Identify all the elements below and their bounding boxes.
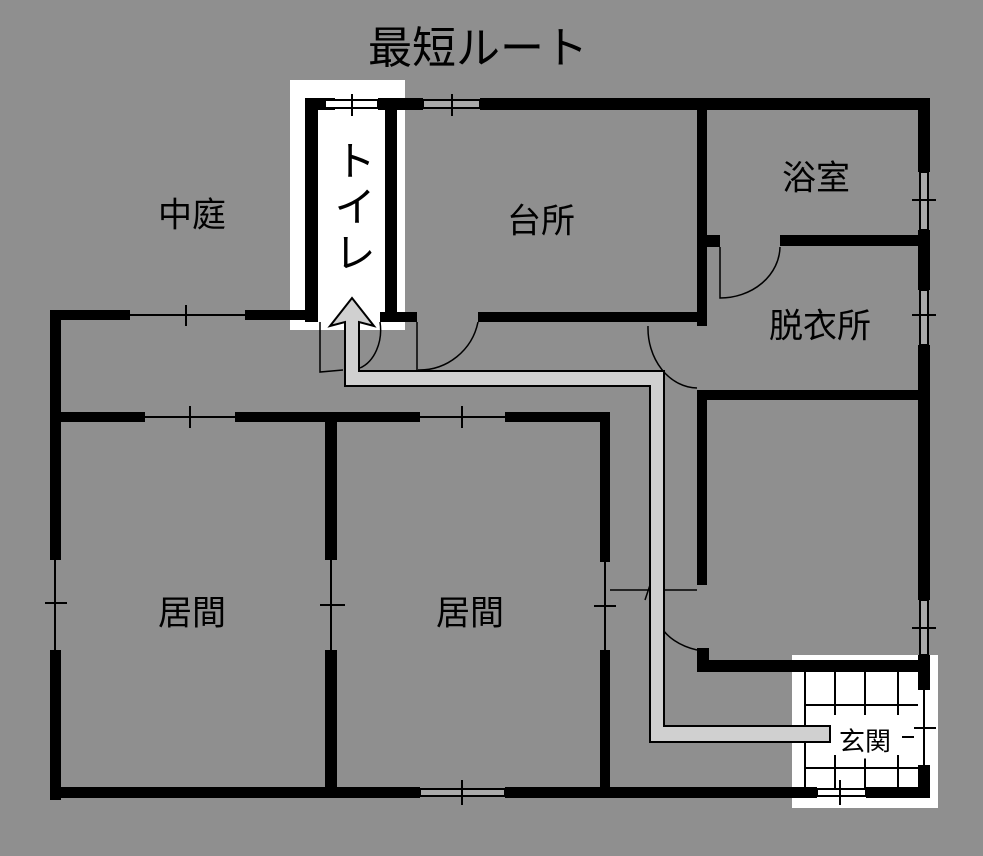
windows [45,94,936,805]
room-label-living-2: 居間 [436,593,504,634]
doors [319,246,781,651]
shortest-route [327,296,831,743]
room-label-entrance: 玄関 [836,721,894,759]
room-label-toilet: トイレ [327,139,377,277]
entrance-tiles [804,672,918,790]
room-label-dressing: 脱衣所 [769,306,871,347]
page-title: 最短ルート [368,23,588,74]
route-path [327,296,831,743]
room-label-bath: 浴室 [782,158,850,199]
room-label-courtyard: 中庭 [158,195,226,236]
room-label-kitchen: 台所 [507,201,575,242]
room-label-living-1: 居間 [158,593,226,634]
